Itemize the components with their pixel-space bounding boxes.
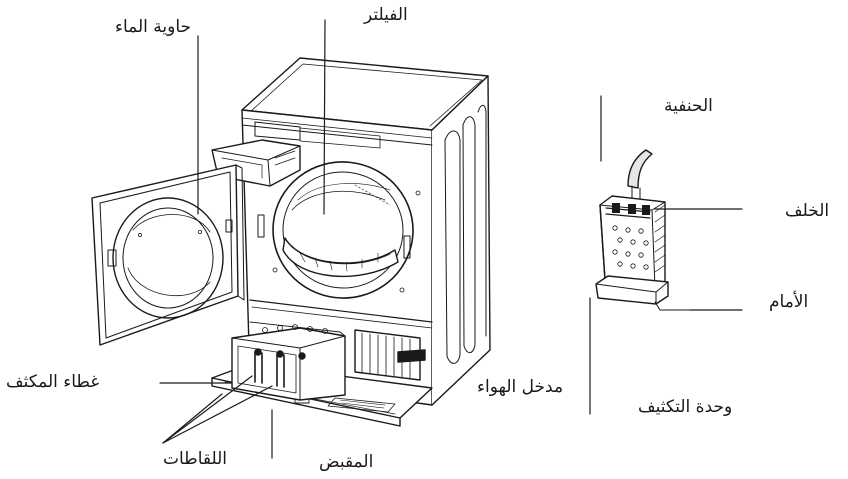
label-air-inlet: مدخل الهواء xyxy=(477,377,564,397)
label-condenser-cover: غطاء المكثف xyxy=(6,372,100,392)
drum-opening xyxy=(272,161,414,299)
air-inlet-grille xyxy=(354,329,426,381)
label-clamps: اللقاطات xyxy=(163,449,228,469)
label-back: الخلف xyxy=(785,201,830,221)
label-condenser-unit: وحدة التكثيف xyxy=(638,397,733,417)
dryer-side-face xyxy=(431,75,491,406)
label-water-container: حاوية الماء xyxy=(115,17,192,37)
leader-lines xyxy=(159,19,743,459)
label-front: الأمام xyxy=(769,292,809,312)
label-tap: الحنفية xyxy=(664,96,713,116)
lint-filter xyxy=(282,237,399,278)
label-filter: الفيلتر xyxy=(364,5,408,25)
open-door xyxy=(91,164,245,346)
label-handle: المقبض xyxy=(319,452,374,472)
tap-pipe xyxy=(627,149,653,189)
condenser-cover xyxy=(231,321,346,401)
condenser-unit xyxy=(595,149,691,311)
